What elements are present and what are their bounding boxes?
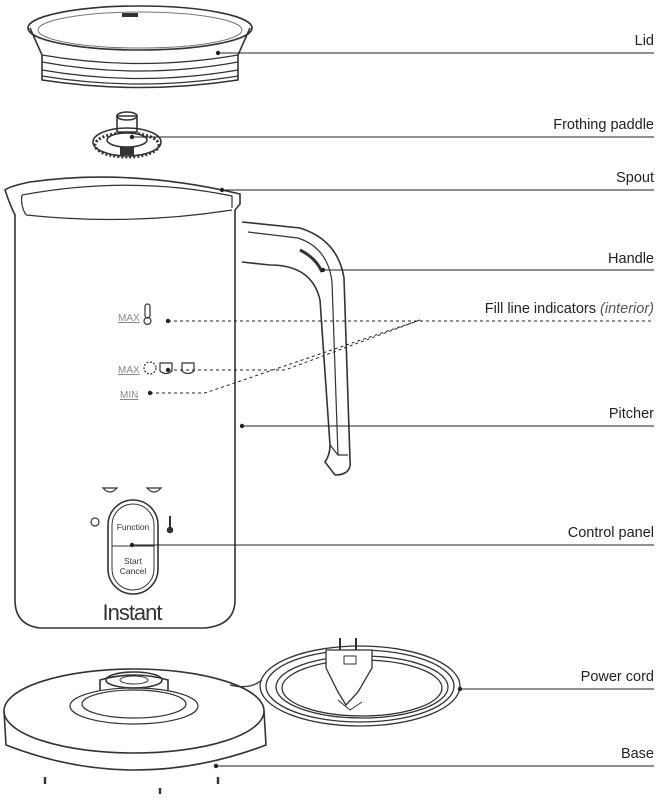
fill-line-note: (interior) bbox=[600, 301, 654, 317]
label-spout: Spout bbox=[616, 170, 654, 186]
leader-fill-max-cold bbox=[168, 319, 421, 371]
max-cold-mark: MAX bbox=[118, 365, 140, 376]
fill-marks bbox=[143, 303, 195, 375]
brand-logo: Instant bbox=[102, 600, 162, 625]
min-mark: MIN bbox=[120, 390, 138, 401]
leader-fill-min bbox=[150, 319, 421, 394]
pitcher-illustration bbox=[4, 176, 241, 629]
start-button-label: Start bbox=[124, 556, 143, 566]
handle-illustration bbox=[241, 221, 352, 476]
label-pitcher: Pitcher bbox=[608, 406, 654, 422]
leader-dots bbox=[129, 50, 463, 769]
power-cord-illustration bbox=[229, 638, 461, 727]
base-illustration bbox=[3, 668, 267, 794]
label-handle: Handle bbox=[608, 251, 654, 267]
label-base: Base bbox=[620, 746, 654, 762]
label-lid: Lid bbox=[634, 33, 654, 49]
function-button-label: Function bbox=[117, 522, 150, 532]
cancel-button-label: Cancel bbox=[120, 566, 147, 576]
leader-lines bbox=[132, 52, 654, 767]
label-power-cord: Power cord bbox=[580, 669, 654, 685]
lid-illustration bbox=[27, 5, 253, 89]
frothing-paddle-illustration bbox=[92, 111, 162, 159]
control-panel-illustration bbox=[90, 487, 174, 595]
fill-line-text: Fill line indicators bbox=[484, 301, 596, 317]
max-hot-mark: MAX bbox=[118, 313, 140, 324]
label-fill-line-indicators: Fill line indicators (interior) bbox=[485, 300, 654, 318]
label-control-panel: Control panel bbox=[567, 525, 654, 541]
label-frothing-paddle: Frothing paddle bbox=[553, 117, 654, 133]
